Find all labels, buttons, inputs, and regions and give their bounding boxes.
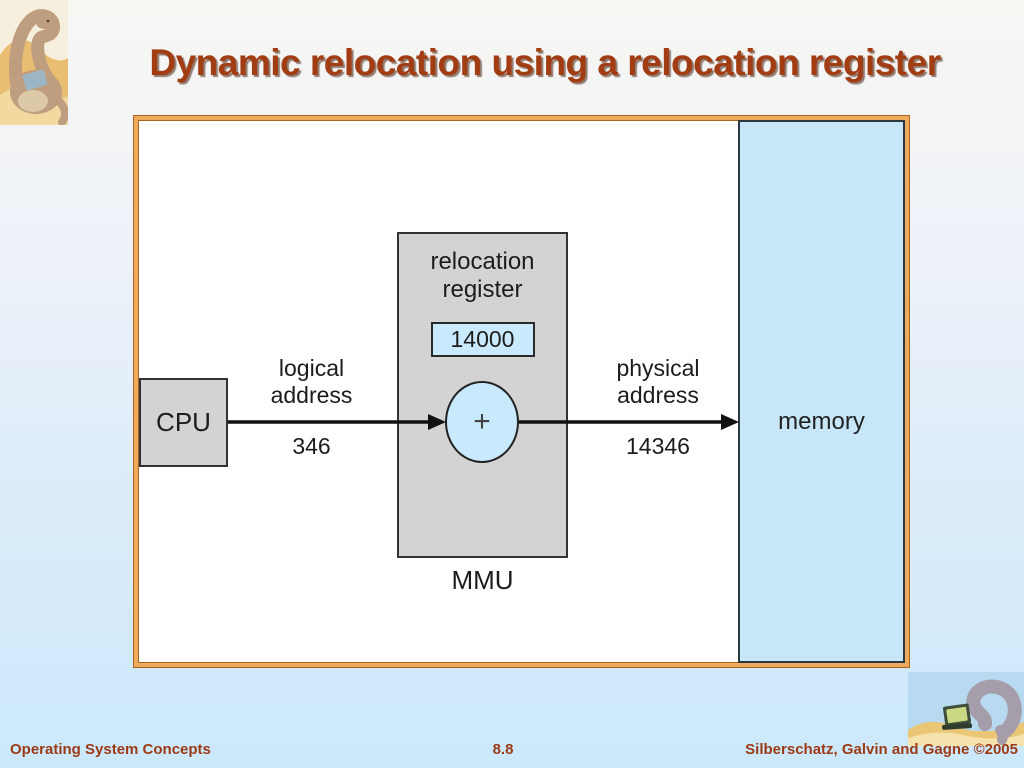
logical-address-label: logical address [270,355,353,408]
logical-address-value: 346 [292,433,331,459]
footer-book-title: Operating System Concepts [10,741,211,758]
memory-box: memory [738,120,905,663]
diagram-frame: memory CPU relocation register 14000 [133,115,910,668]
slide-title: Dynamic relocation using a relocation re… [149,42,941,83]
relocation-register-label: relocation register [430,248,535,303]
mmu-caption: MMU [451,565,514,595]
memory-label: memory [778,408,865,435]
dinosaur-reading-book-image [0,0,68,125]
dinosaur-laptop-icon [908,672,1024,746]
plus-symbol: + [473,405,491,438]
dinosaur-reading-icon [0,0,68,125]
dinosaur-with-laptop-image [908,672,1024,746]
physical-address-value: 14346 [626,433,690,459]
relocation-register-value: 14000 [450,326,515,352]
physical-address-label: physical address [616,355,700,408]
relocation-register-value-box: 14000 [430,322,535,357]
footer-authors: Silberschatz, Galvin and Gagne ©2005 [745,741,1018,758]
footer-page-number: 8.8 [492,741,514,758]
cpu-label: CPU [156,407,211,437]
cpu-box: CPU [139,378,228,467]
mmu-box: relocation register 14000 [397,232,568,558]
adder-circle: + [445,381,519,463]
